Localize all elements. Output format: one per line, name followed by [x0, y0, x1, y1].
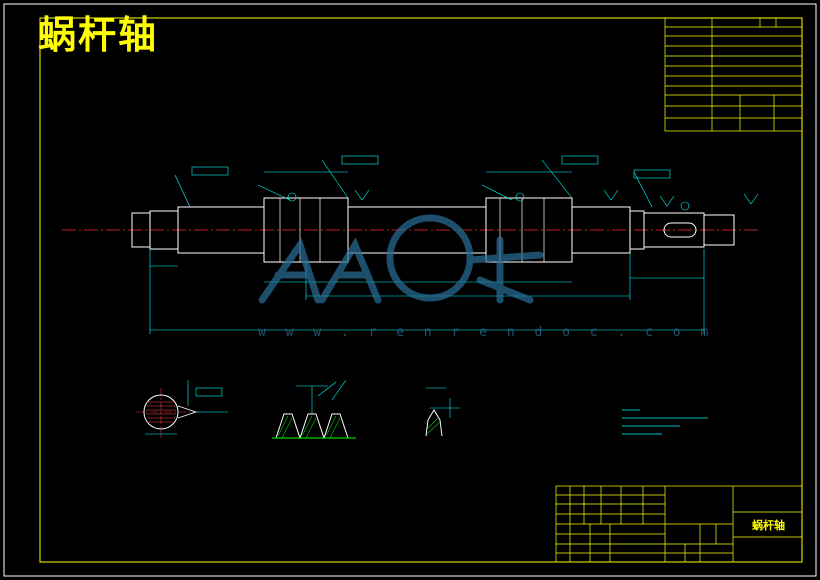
dimension-lines [149, 155, 759, 334]
sheet-border [3, 3, 817, 577]
title-block-part-name: 蜗杆轴 [752, 519, 785, 532]
parameter-table [664, 17, 803, 132]
watermark-logo [258, 214, 544, 304]
technical-notes [622, 409, 708, 435]
center-hole-detail [425, 387, 460, 437]
title-block [555, 485, 803, 563]
drawing-title: 蜗杆轴 [38, 12, 159, 57]
watermark-url: w w w . r e n r e n d o c . c o m [258, 325, 715, 340]
keyway-section-view [136, 380, 228, 440]
tooth-profile-detail [272, 379, 356, 440]
drawing-frame [39, 17, 803, 563]
